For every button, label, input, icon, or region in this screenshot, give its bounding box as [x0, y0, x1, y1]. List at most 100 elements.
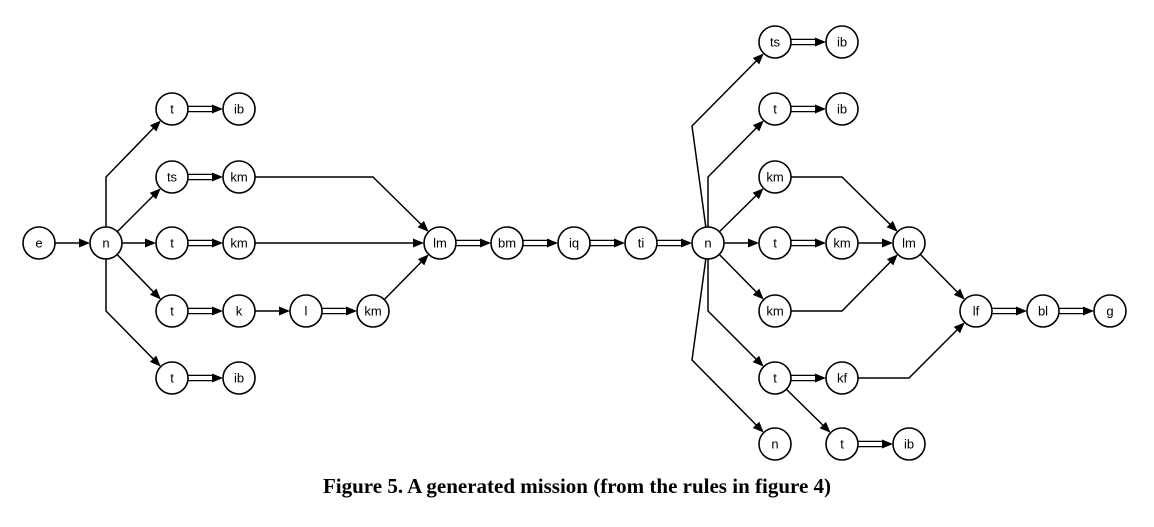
arrowhead-n3 [752, 421, 764, 433]
arrowhead-lf [953, 322, 965, 334]
node-ib4: ib [825, 92, 859, 126]
node-t6: t [758, 226, 792, 260]
edge-n1-ts1 [116, 188, 161, 233]
edge-n2-km6 [718, 253, 764, 300]
node-t8: t [825, 427, 859, 461]
edge-n2-t7 [707, 259, 764, 367]
edge-t5-ib4 [791, 104, 826, 114]
arrowhead-km4 [752, 188, 764, 200]
node-km4: km [758, 160, 792, 194]
edge-line [691, 258, 758, 427]
node-circle [155, 160, 189, 194]
node-label: k [236, 304, 243, 319]
node-label: ib [837, 35, 847, 50]
node-n1: n [89, 226, 123, 260]
edge-n1-t4 [105, 259, 161, 367]
arrowhead-ib3 [815, 37, 826, 47]
node-circle [557, 226, 591, 260]
node-circle [758, 226, 792, 260]
edge-n2-t5 [707, 120, 764, 227]
node-circle [758, 160, 792, 194]
node-label: ts [770, 35, 781, 50]
arrowhead-ib1 [212, 104, 223, 114]
edge-n1-t1 [105, 120, 161, 227]
arrowhead-km2 [212, 238, 223, 248]
edge-line [691, 59, 758, 228]
node-label: ib [234, 102, 244, 117]
node-circle [624, 226, 658, 260]
node-label: t [840, 437, 844, 452]
node-circle [155, 294, 189, 328]
node-label: bl [1038, 304, 1048, 319]
edge-lf-bl [992, 306, 1027, 316]
node-circle [825, 92, 859, 126]
node-circle [758, 294, 792, 328]
node-label: ib [904, 437, 914, 452]
node-e: e [22, 226, 56, 260]
arrowhead-lm2 [886, 220, 898, 232]
edge-t1-ib1 [188, 104, 223, 114]
node-t5: t [758, 92, 792, 126]
edge-t2-km2 [188, 238, 223, 248]
node-label: ti [638, 236, 645, 251]
edge-bm-iq [523, 238, 558, 248]
arrowhead-ib4 [815, 104, 826, 114]
node-circle [892, 226, 926, 260]
node-label: km [230, 236, 247, 251]
node-circle [222, 361, 256, 395]
edge-km4-lm2 [791, 176, 898, 232]
node-label: t [170, 304, 174, 319]
node-label: ib [837, 102, 847, 117]
node-circle [825, 427, 859, 461]
arrowhead-iq [547, 238, 558, 248]
edge-t7-t8 [785, 388, 831, 433]
arrowhead-lf [953, 288, 965, 300]
arrowhead-l1 [279, 306, 290, 316]
node-circle [22, 226, 56, 260]
edge-k1-l1 [255, 306, 290, 316]
node-circle [490, 226, 524, 260]
arrowhead-t2 [145, 238, 156, 248]
edge-bl-g [1059, 306, 1094, 316]
node-label: bm [498, 236, 516, 251]
node-lm1: lm [423, 226, 457, 260]
node-label: g [1106, 304, 1113, 319]
node-label: n [704, 236, 711, 251]
arrowhead-bl [1016, 306, 1027, 316]
node-km6: km [758, 294, 792, 328]
arrowhead-lm2 [882, 238, 893, 248]
node-circle [825, 226, 859, 260]
node-label: t [773, 102, 777, 117]
arrowhead-t4 [149, 355, 161, 367]
node-label: lf [973, 304, 980, 319]
node-circle [155, 361, 189, 395]
node-ib3: ib [825, 25, 859, 59]
node-t4: t [155, 361, 189, 395]
arrowhead-bm [480, 238, 491, 248]
node-circle [758, 25, 792, 59]
edge-line [791, 260, 892, 312]
node-circle [222, 92, 256, 126]
node-circle [155, 92, 189, 126]
node-n3: n [758, 427, 792, 461]
node-t2: t [155, 226, 189, 260]
arrowhead-km3 [346, 306, 357, 316]
node-circle [758, 427, 792, 461]
node-ib5: ib [892, 427, 926, 461]
node-label: km [766, 170, 783, 185]
figure-caption: Figure 5. A generated mission (from the … [322, 474, 832, 498]
edge-lm1-bm [456, 238, 491, 248]
edge-line [707, 259, 758, 361]
edge-t4-ib2 [188, 373, 223, 383]
node-circle [222, 294, 256, 328]
node-kf: kf [825, 361, 859, 395]
node-label: t [170, 102, 174, 117]
node-ti: ti [624, 226, 658, 260]
node-km2: km [222, 226, 256, 260]
edge-line [718, 194, 758, 233]
edge-lm2-lf [919, 253, 965, 300]
node-circle [959, 294, 993, 328]
edge-km6-lm2 [791, 254, 898, 312]
node-k1: k [222, 294, 256, 328]
